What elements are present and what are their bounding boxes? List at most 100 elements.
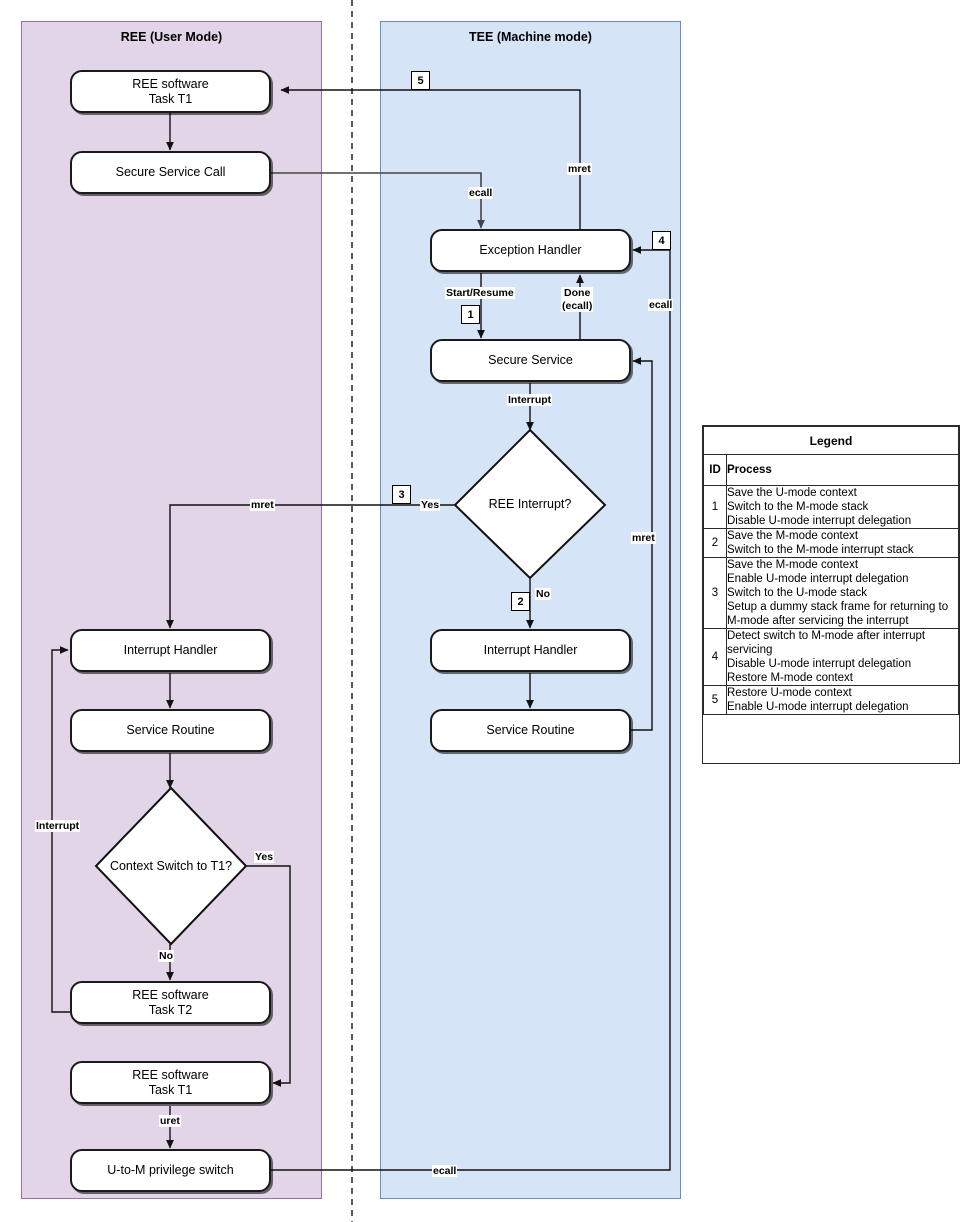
step-badge-2: 2: [511, 592, 530, 611]
edge-label-ecall-top: ecall: [468, 187, 494, 199]
decision-context-switch-label-wrap: Context Switch to T1?: [96, 788, 246, 944]
decision-ree-interrupt: [453, 428, 607, 580]
step-badge-3: 3: [392, 485, 411, 504]
decision-ree-interrupt-label: REE Interrupt?: [455, 430, 605, 578]
panel-ree-title-line2: (User Mode): [149, 30, 223, 44]
legend-row-id: 1: [703, 485, 727, 529]
legend-row-process-line: Save the M-mode context: [727, 559, 859, 571]
legend-row-process-line: Switch to the U-mode stack: [727, 587, 867, 599]
node-ree-interrupt-handler[interactable]: Interrupt Handler: [70, 629, 271, 672]
legend-row-process: Detect switch to M-mode after interrupt s…: [726, 628, 959, 686]
edge-label-ecall-bottom: ecall: [432, 1165, 458, 1177]
step-badge-5: 5: [411, 71, 430, 90]
legend-row-process-line: Detect switch to M-mode after interrupt: [727, 630, 926, 642]
panel-ree-title-line1: REE: [120, 30, 147, 44]
node-tee-service-routine[interactable]: Service Routine: [430, 709, 631, 752]
edge-label-mret-right: mret: [631, 532, 656, 544]
node-exception-handler[interactable]: Exception Handler: [430, 229, 631, 272]
node-label: Service Routine: [126, 723, 215, 737]
step-badge-4: 4: [652, 231, 671, 250]
edge-label-start-resume: Start/Resume: [445, 287, 515, 299]
node-label: Secure Service Call: [115, 165, 226, 179]
node-ree-service-routine[interactable]: Service Routine: [70, 709, 271, 752]
node-label: Exception Handler: [479, 243, 582, 257]
edge-label-no-tee: No: [535, 588, 551, 600]
edge-label-done-ecall: Done (ecall): [561, 287, 594, 312]
edge-label-done-line1: Done: [564, 287, 591, 299]
node-label-line2: Task T2: [148, 1002, 193, 1017]
node-ree-software-task-t1-bottom[interactable]: REE software Task T1: [70, 1061, 271, 1104]
legend-row-process-line: Switch to the M-mode interrupt stack: [727, 544, 914, 556]
edge-label-mret-top: mret: [567, 163, 592, 175]
node-u-to-m-privilege-switch[interactable]: U-to-M privilege switch: [70, 1149, 271, 1192]
decision-ree-interrupt-label-wrap: REE Interrupt?: [455, 430, 605, 578]
panel-tee-title-line2: (Machine mode): [496, 30, 592, 44]
node-label-line1: REE software: [132, 76, 209, 91]
legend-title: Legend: [703, 426, 959, 455]
legend-row-process-line: Restore M-mode context: [727, 672, 853, 684]
edge-label-no-ree: No: [158, 950, 174, 962]
node-label-line2: Task T1: [148, 91, 193, 106]
node-secure-service-call[interactable]: Secure Service Call: [70, 151, 271, 194]
decision-label-line2: to T1?: [196, 858, 233, 873]
node-label: Interrupt Handler: [123, 643, 218, 657]
legend-row-id: 5: [703, 685, 727, 715]
node-secure-service[interactable]: Secure Service: [430, 339, 631, 382]
decision-label: REE Interrupt?: [488, 496, 572, 511]
step-badge-1: 1: [461, 305, 480, 324]
legend-row-process-line: Switch to the M-mode stack: [727, 501, 869, 513]
decision-context-switch-label: Context Switch to T1?: [96, 788, 246, 944]
edge-label-yes-ree: Yes: [254, 851, 275, 863]
legend-row-process-line: M-mode after servicing the interrupt: [727, 615, 909, 627]
node-label: Interrupt Handler: [483, 643, 578, 657]
node-label-line2: Task T1: [148, 1082, 193, 1097]
legend-header-row: ID Process: [703, 454, 959, 486]
panel-tee-title: TEE (Machine mode): [381, 30, 680, 45]
edge-label-interrupt-ree: Interrupt: [35, 820, 81, 832]
edge-label-done-line2: (ecall): [562, 299, 593, 312]
edge-label-interrupt-tee: Interrupt: [507, 394, 553, 406]
legend-row-process-line: Disable U-mode interrupt delegation: [727, 515, 912, 527]
legend-header-id: ID: [703, 454, 727, 486]
node-label-line1: REE software: [132, 987, 209, 1002]
legend-title-row: Legend: [703, 426, 959, 455]
legend-row-id: 2: [703, 528, 727, 558]
node-label: Secure Service: [488, 353, 573, 367]
edge-label-ecall-right: ecall: [648, 299, 674, 311]
node-label: U-to-M privilege switch: [107, 1163, 234, 1177]
legend-row-process-line: Enable U-mode interrupt delegation: [727, 573, 909, 585]
edge-label-yes-tee: Yes: [420, 499, 441, 511]
legend-row-id: 3: [703, 557, 727, 629]
edge-label-uret: uret: [159, 1115, 181, 1127]
decision-context-switch: [94, 786, 248, 946]
legend-row-process-line: Save the M-mode context: [727, 530, 859, 542]
legend-row-process-line: Disable U-mode interrupt delegation: [727, 658, 912, 670]
legend-row-process-line: Setup a dummy stack frame for returning …: [727, 601, 949, 613]
panel-ree-title: REE (User Mode): [22, 30, 321, 45]
legend-header-process: Process: [726, 454, 959, 486]
decision-label-line1: Context Switch: [109, 858, 194, 873]
node-label: Service Routine: [486, 723, 575, 737]
legend-row-id: 4: [703, 628, 727, 686]
legend-row-process-line: Enable U-mode interrupt delegation: [727, 701, 909, 713]
node-tee-interrupt-handler[interactable]: Interrupt Handler: [430, 629, 631, 672]
node-label-line1: REE software: [132, 1067, 209, 1082]
node-ree-software-task-t2[interactable]: REE software Task T2: [70, 981, 271, 1024]
panel-tee-title-line1: TEE: [469, 30, 494, 44]
edge-label-mret-left: mret: [250, 499, 275, 511]
legend-row-process-line: Save the U-mode context: [727, 487, 857, 499]
node-ree-software-task-t1-top[interactable]: REE software Task T1: [70, 70, 271, 113]
legend-row-process-line: servicing: [727, 644, 773, 656]
legend-row-process-line: Restore U-mode context: [727, 687, 852, 699]
